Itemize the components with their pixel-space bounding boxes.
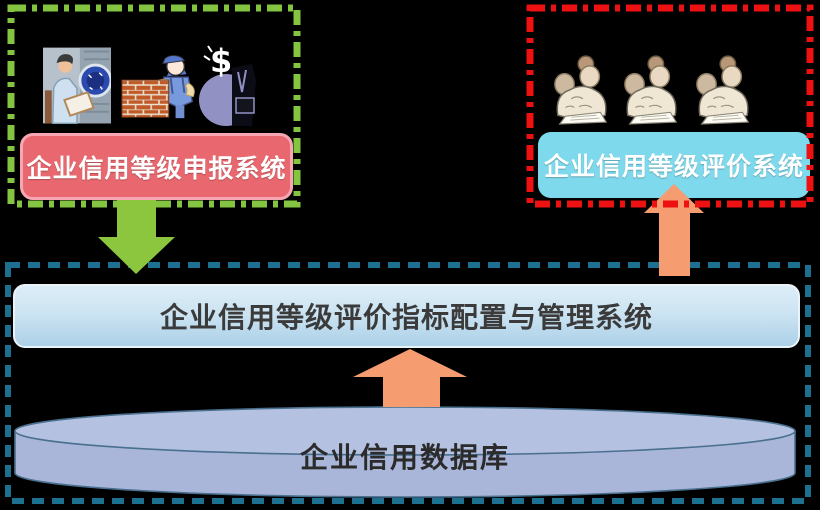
seated-reader-icon-3	[696, 55, 749, 125]
declaration-system-label-text: 企业信用等级申报系统	[26, 154, 287, 183]
seated-reader-icon-2	[624, 55, 677, 125]
evaluation-system-label-text: 企业信用等级评价系统	[543, 153, 804, 181]
database-label-text: 企业信用数据库	[299, 442, 510, 473]
bricklayer-wall-icon	[121, 55, 195, 119]
declaration-system-label: 企业信用等级申报系统	[20, 133, 293, 200]
operator-at-console-icon	[43, 47, 111, 124]
seated-reader-icon-1	[554, 55, 607, 125]
management-system-label-text: 企业信用等级评价指标配置与管理系统	[159, 302, 653, 333]
dollar-businessman-icon: $	[199, 42, 256, 126]
dollar-glyph: $	[210, 42, 232, 80]
evaluation-system-label: 企业信用等级评价系统	[538, 132, 810, 198]
database-label: 企业信用数据库	[13, 436, 797, 476]
management-system-bar: 企业信用等级评价指标配置与管理系统	[13, 284, 800, 348]
